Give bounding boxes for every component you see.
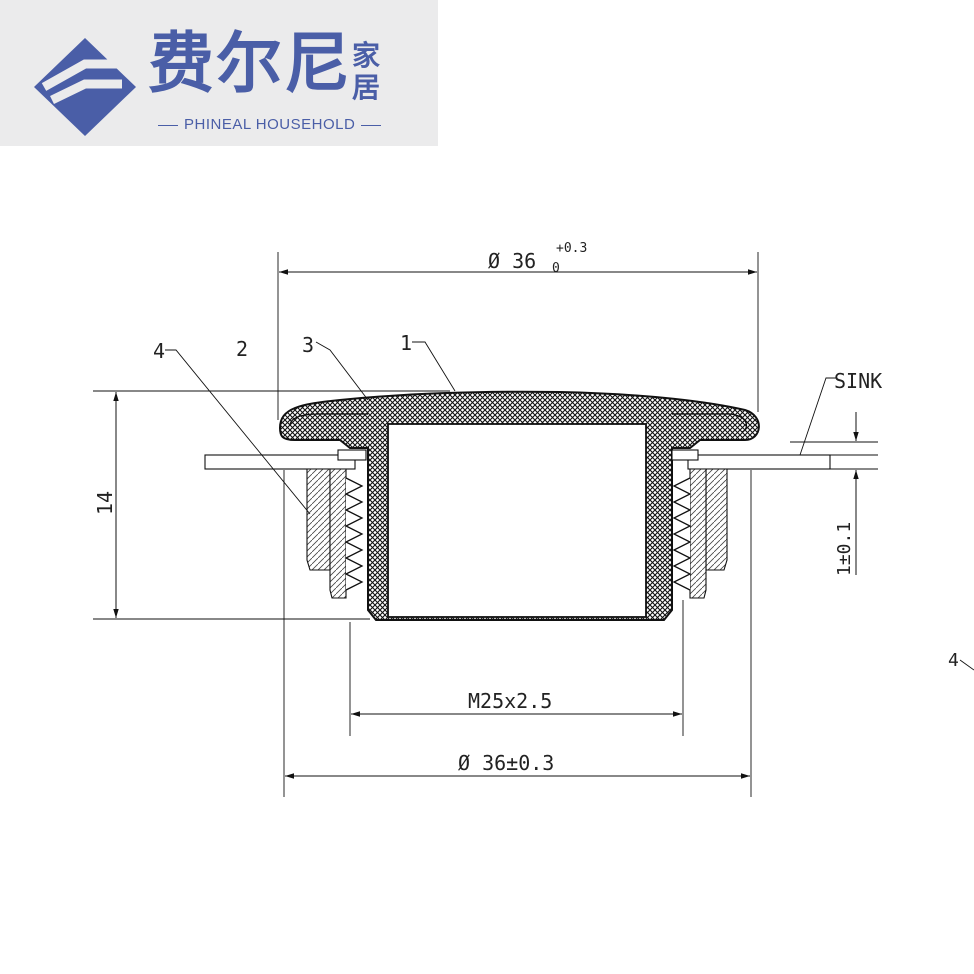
leader-1 [412, 341, 456, 392]
nut-left [329, 468, 347, 599]
leader-3 [315, 341, 369, 401]
brand-suffix-cn: 家居 [352, 39, 381, 104]
gasket-left [306, 468, 331, 571]
dim-sink-tol: 1±0.1 [834, 522, 855, 576]
sink-plate-right [687, 454, 831, 470]
callout-4-edge: 4 [948, 650, 959, 671]
callout-1: 1 [400, 331, 412, 355]
sink-plate-left [204, 454, 356, 470]
callout-2: 2 [236, 337, 248, 361]
leader-4 [165, 349, 311, 515]
label-sink: SINK [834, 369, 882, 393]
cap-lip-right [672, 413, 748, 433]
diamond-logo-icon [34, 38, 136, 136]
thread-left [344, 477, 364, 591]
washer-left [337, 449, 367, 461]
cap-lip-left [289, 413, 368, 427]
inner-bore [387, 423, 647, 618]
brand-name-en: PHINEAL HOUSEHOLD [152, 116, 387, 133]
callout-4: 4 [153, 339, 165, 363]
gasket-right [705, 468, 728, 571]
leader-4-edge [959, 659, 974, 671]
nut-right [689, 468, 707, 599]
dim-top-tol-lower: 0 [552, 261, 560, 276]
dim-thread: M25x2.5 [468, 689, 552, 713]
callout-3: 3 [302, 333, 314, 357]
brand-name-cn: 费尔尼 [148, 25, 352, 102]
dim-top-diameter: Ø 36 [488, 249, 536, 273]
thread-right [672, 477, 692, 591]
logo-banner: 费尔尼 家居 PHINEAL HOUSEHOLD [0, 0, 438, 146]
leader-sink [799, 377, 836, 456]
dim-bottom-diameter: Ø 36±0.3 [458, 751, 554, 775]
dim-height: 14 [93, 491, 117, 515]
dim-top-tol-upper: +0.3 [556, 241, 587, 256]
washer-right [671, 449, 699, 461]
